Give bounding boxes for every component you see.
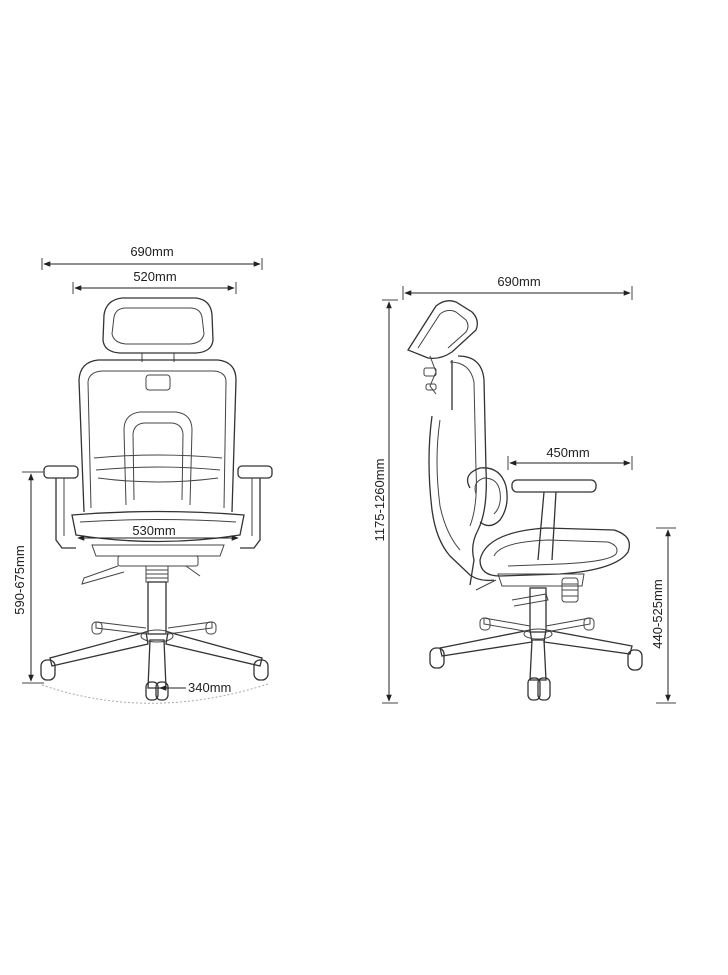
front-seat-width-label: 530mm [132, 523, 175, 538]
side-seat-height-label: 440-525mm [650, 579, 665, 648]
front-base-radius-label: 340mm [188, 680, 231, 695]
side-total-height-dimension: 1175-1260mm [372, 299, 398, 704]
caster-wheels [40, 621, 269, 701]
front-overall-width-label: 690mm [130, 244, 173, 259]
side-total-height-label: 1175-1260mm [372, 459, 387, 542]
side-overall-depth-dimension: 690mm [402, 274, 633, 300]
side-seat-depth-label: 450mm [546, 445, 589, 460]
side-seat-height-dimension: 440-525mm [650, 527, 676, 704]
side-overall-depth-label: 690mm [497, 274, 540, 289]
front-backrest-width-label: 520mm [133, 269, 176, 284]
front-armrest-height-dimension: 590-675mm [12, 471, 44, 684]
front-armrest-height-label: 590-675mm [12, 545, 27, 614]
front-seat-width-dimension: 530mm [77, 523, 239, 541]
side-view-chair [407, 300, 643, 701]
front-backrest-width-dimension: 520mm [72, 269, 237, 294]
front-overall-width-dimension: 690mm [41, 244, 263, 270]
side-seat-depth-dimension: 450mm [507, 445, 633, 470]
front-view-chair [40, 297, 273, 704]
front-base-radius-dimension: 340mm [159, 680, 231, 695]
